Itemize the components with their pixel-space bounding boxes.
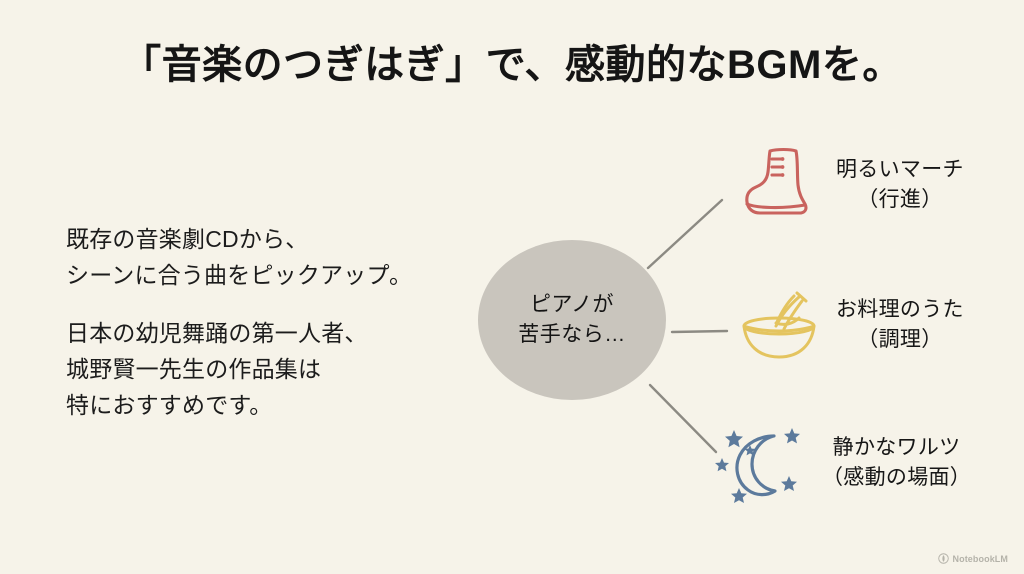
page-title: 「音楽のつぎはぎ」で、感動的なBGMを。 [121, 43, 903, 87]
branch-label-cooking-line-2: （調理） [857, 328, 943, 351]
branch-label-waltz-line-2: （感動の場面） [822, 466, 972, 489]
paragraph-2: 日本の幼児舞踊の第一人者、 城野賢一先生の作品集は 特におすすめです。 [66, 316, 486, 424]
paragraph-1: 既存の音楽劇CDから、 シーンに合う曲をピックアップ。 [66, 222, 486, 294]
branch-label-waltz: 静かなワルツ （感動の場面） [822, 433, 971, 493]
connector-line-march [646, 198, 724, 270]
center-node-line-2: 苦手なら… [518, 323, 626, 346]
left-text-block: 既存の音楽劇CDから、 シーンに合う曲をピックアップ。 日本の幼児舞踊の第一人者… [66, 222, 486, 423]
branch-label-march-line-1: 明るいマーチ [836, 158, 964, 182]
branch-item-cooking: お料理のうた （調理） [736, 282, 964, 368]
paragraph-2-line-2: 城野賢一先生の作品集は [66, 355, 322, 382]
branch-label-waltz-line-1: 静かなワルツ [832, 436, 961, 460]
connector-line-waltz [648, 383, 718, 454]
crescent-moon-stars-icon [712, 418, 808, 508]
mixing-bowl-whisk-icon [736, 282, 822, 368]
paragraph-2-line-1: 日本の幼児舞踊の第一人者、 [66, 319, 368, 346]
notebooklm-logo-icon [937, 553, 949, 564]
branch-item-march: 明るいマーチ （行進） [736, 142, 964, 228]
notebooklm-watermark: NotebookLM [937, 553, 1009, 564]
paragraph-1-line-2: シーンに合う曲をピックアップ。 [66, 261, 413, 288]
boot-icon [736, 142, 822, 228]
center-node: ピアノが 苦手なら… [478, 240, 666, 400]
branch-label-march: 明るいマーチ （行進） [836, 155, 964, 215]
center-node-line-1: ピアノが [529, 293, 615, 317]
paragraph-1-line-1: 既存の音楽劇CDから、 [66, 226, 309, 252]
branch-label-march-line-2: （行進） [857, 188, 943, 211]
connector-line-cooking [670, 329, 729, 334]
branch-label-cooking-line-1: お料理のうた [836, 298, 964, 322]
branch-item-waltz: 静かなワルツ （感動の場面） [712, 418, 971, 508]
branch-label-cooking: お料理のうた （調理） [836, 295, 964, 355]
paragraph-2-line-3: 特におすすめです。 [66, 391, 273, 418]
notebooklm-watermark-label: NotebookLM [952, 553, 1008, 564]
